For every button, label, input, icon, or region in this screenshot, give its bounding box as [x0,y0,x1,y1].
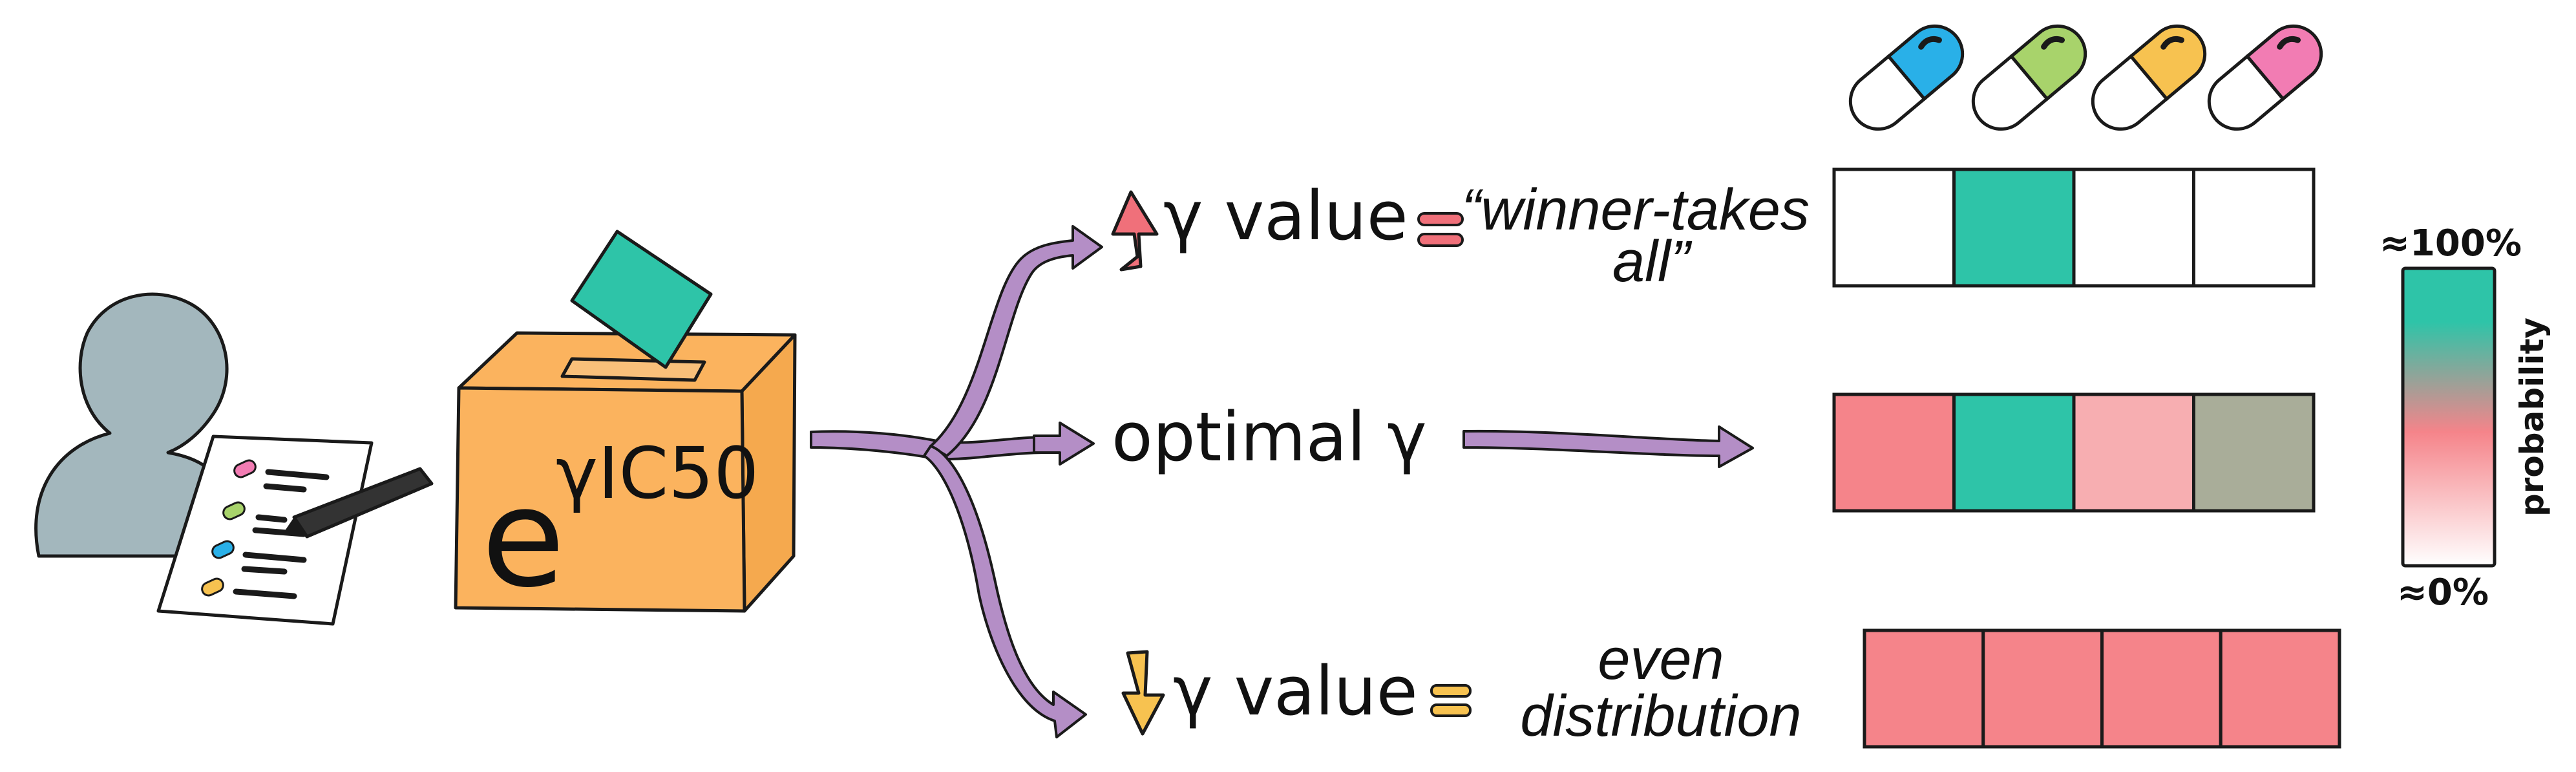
branch-arrow-down [923,445,1087,738]
ballot-slot [560,357,706,382]
pen-icon [284,467,434,539]
colorbar-top-label: ≈100% [2380,222,2522,264]
row-low-gamma: γ value even distribution [1121,627,1802,749]
yellow-pill-icon [2091,24,2207,131]
high-gamma-desc-line2: all” [1612,230,1693,294]
high-gamma-label: γ value [1163,177,1408,255]
equals-sign-low [1430,684,1472,717]
pink-pill-icon [2207,24,2323,131]
optimal-gamma-label: optimal γ [1112,398,1427,477]
strip-low-cell-3 [2100,628,2222,749]
ballot-box-front [454,386,746,613]
strip-optimal [1832,392,2316,513]
strip-optimal-cell-1 [1832,392,1956,513]
low-gamma-desc-line1: even [1598,627,1724,692]
strip-low-cell-1 [1863,628,1985,749]
ballot-card [570,230,713,369]
branch-arrow-up [929,225,1103,457]
strip-optimal-cell-3 [2072,392,2195,513]
formula-base: e [481,459,565,617]
row-high-gamma: γ value “winner-takes all” [1111,177,1810,294]
pill-header [1848,24,2323,131]
strip-high-cell-3 [2072,167,2195,288]
low-gamma-desc-line2: distribution [1520,684,1801,749]
strip-high-cell-2 [1952,167,2076,288]
strip-high-cell-4 [2192,167,2316,288]
green-pill-icon [1971,24,2087,131]
low-gamma-label: γ value [1173,652,1418,731]
strip-high-cell-1 [1832,167,1956,288]
strip-optimal-cell-2 [1952,392,2076,513]
colorbar-gradient [2401,266,2497,568]
strip-optimal-cell-4 [2192,392,2316,513]
branch-arrow-middle [1033,422,1095,466]
up-arrow-icon [1111,190,1159,272]
person-silhouette [34,292,235,558]
colorbar-axis-label: probability [2513,317,2551,517]
equals-sign-high [1417,212,1464,247]
long-arrow-to-optimal [1462,425,1754,468]
blue-pill-icon [1848,24,1965,131]
high-gamma-desc-line1: “winner-takes [1461,178,1810,242]
voter-person-icon [34,292,434,626]
ballot-pill-list [201,459,330,599]
strip-low-cell-2 [1981,628,2104,749]
probability-strips [1832,167,2341,749]
row-optimal-gamma: optimal γ [1112,398,1427,477]
branch-arrows [810,225,1754,738]
down-arrow-icon [1121,650,1165,736]
ballot-box: e γIC50 [454,230,797,617]
colorbar-bottom-label: ≈0% [2397,572,2489,614]
formula-exponent: γIC50 [556,432,759,515]
strip-high [1832,167,2316,288]
strip-low-cell-4 [2219,628,2341,749]
strip-low [1863,628,2341,749]
probability-colorbar: ≈100% ≈0% probability [2380,222,2551,614]
